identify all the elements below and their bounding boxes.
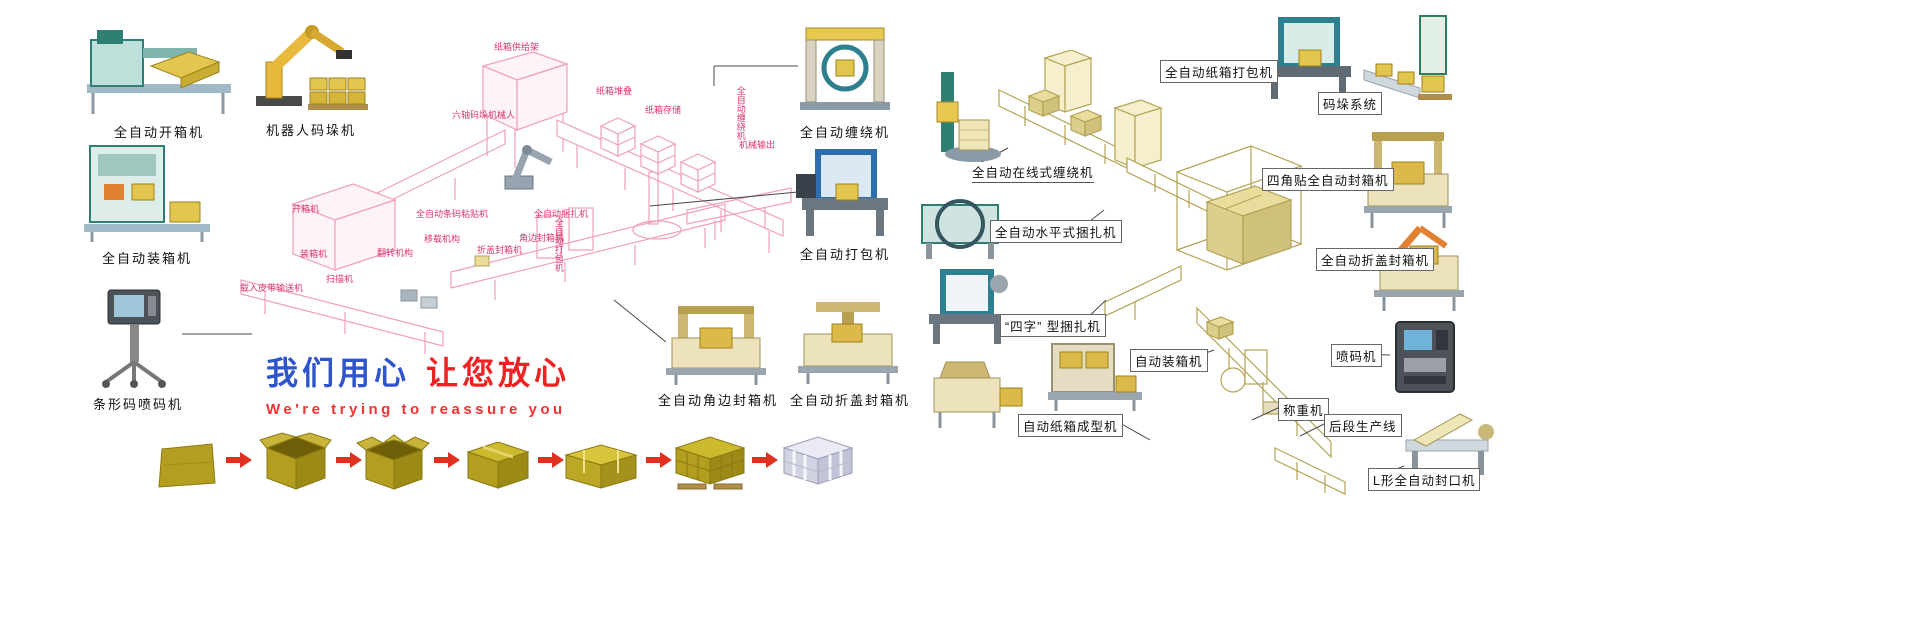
- machine-label: 全自动角边封箱机: [658, 393, 779, 408]
- diagram-label-transfer-unit: 移载机构: [424, 234, 461, 244]
- red-arrow-icon: [336, 452, 362, 473]
- machine-figure-flap-fold-sealer: 全自动折盖封箱机: [790, 296, 911, 409]
- label-four-corner-sealer: 四角贴全自动封箱机: [1262, 168, 1394, 191]
- slogan-english: We're trying to reassure you: [266, 401, 566, 418]
- step-flat-carton-blank: [156, 437, 218, 493]
- label-online-wrapper: 全自动在线式缠绕机: [972, 162, 1094, 183]
- machine-figure-case-packer: 全自动装箱机: [82, 140, 212, 267]
- red-arrow-icon: [226, 452, 252, 473]
- l-sealer-photo: [1402, 402, 1504, 476]
- machine-label: 全自动打包机: [799, 247, 890, 262]
- diagram-label-flap-sealer: 折盖封箱机: [477, 245, 523, 255]
- machine-label: 全自动开箱机: [113, 125, 204, 140]
- diagram-label-case-packer: 装箱机: [300, 249, 328, 259]
- diagram-label-auto-strapper: 全自动打包机: [553, 218, 564, 272]
- label-flap-sealer-right: 全自动折盖封箱机: [1316, 248, 1435, 271]
- red-arrow-icon: [434, 452, 460, 473]
- auto-wrapper-photo: [800, 27, 890, 110]
- label-carton-strapper: 全自动纸箱打包机: [1160, 60, 1279, 83]
- horizontal-strapper-photo: [918, 183, 1002, 261]
- machine-figure-corner-edge-sealer: 全自动角边封箱机: [658, 298, 779, 409]
- machine-figure-barcode-printer: 条形码喷码机: [78, 282, 198, 413]
- step-stretch-wrapped-pallet: [780, 432, 856, 492]
- diagram-label-carton-storage: 纸箱存储: [645, 105, 682, 115]
- diagram-label-barcode-labeler: 全自动条码粘贴机: [416, 209, 489, 219]
- carton-former-photo: [928, 358, 1026, 430]
- sealed-carton-icon: [466, 441, 530, 489]
- label-palletizing-system: 码垛系统: [1318, 92, 1383, 115]
- red-arrow-icon: [538, 452, 564, 473]
- step-palletized-cartons: [672, 432, 748, 492]
- diagram-label-corner-sealer: 角边封箱机: [519, 233, 565, 243]
- slogan-chinese: 我们用心让您放心: [266, 348, 570, 394]
- step-carton-flaps-open: [356, 430, 430, 492]
- slogan-cn-part1: 我们用心: [266, 355, 411, 391]
- label-inkjet-printer: 喷码机: [1331, 344, 1382, 367]
- diagram-label-turnover-unit: 翻转机构: [377, 248, 414, 258]
- inline-wrapper-photo: [933, 68, 1005, 166]
- stretch-wrapped-pallet-icon: [782, 436, 854, 485]
- diagram-label-carton-opener: 开箱机: [292, 204, 320, 214]
- machine-figure-robot-palletizer: 机器人码垛机: [250, 16, 372, 139]
- machine-figure-auto-strapper: 全自动打包机: [796, 146, 894, 263]
- machine-figure-carton-opener: 全自动开箱机: [85, 22, 233, 141]
- diagram-label-infeed-belt: 载入皮带输送机: [240, 283, 304, 293]
- machine-label: 全自动缠绕机: [799, 125, 890, 140]
- auto-strapper-photo: [796, 149, 888, 236]
- six-axis-robot-drawing: [504, 145, 553, 190]
- machine-label: 全自动折盖封箱机: [790, 393, 911, 408]
- label-auto-case-packer: 自动装箱机: [1130, 349, 1208, 372]
- carton-flaps-open-icon: [356, 434, 430, 490]
- diagram-label-auto-wrapper: 全自动缠绕机: [735, 86, 746, 140]
- diagram-label-scanner: 扫描机: [326, 274, 354, 284]
- machine-figure-auto-wrapper: 全自动缠绕机: [796, 20, 894, 141]
- step-strapped-carton: [560, 440, 642, 492]
- corner-edge-sealer-photo: [666, 306, 766, 385]
- label-carton-former: 自动纸箱成型机: [1018, 414, 1123, 437]
- carton-opener-photo: [87, 30, 231, 114]
- carton-strapper-photo: [1263, 16, 1355, 102]
- label-l-sealer: L形全自动封口机: [1368, 468, 1481, 491]
- palletized-cartons-icon: [674, 436, 746, 490]
- strapped-carton-icon: [564, 444, 638, 489]
- rear-line-isometric-drawing: [998, 50, 1346, 495]
- robot-palletizer-photo: [256, 25, 368, 110]
- label-horizontal-strapper: 全自动水平式捆扎机: [990, 220, 1122, 243]
- flat-carton-blank-icon: [158, 443, 216, 488]
- slogan: 我们用心让您放心 We're trying to reassure you: [266, 348, 570, 418]
- red-arrow-icon: [646, 452, 672, 473]
- label-weigher: 称重机: [1278, 398, 1329, 421]
- diagram-label-carton-supply-rack: 纸箱供给架: [494, 42, 540, 52]
- diagram-label-six-axis-robot: 六轴码垛机械人: [452, 110, 516, 120]
- flap-fold-sealer-photo: [798, 302, 898, 384]
- auto-case-packer-photo: [1046, 338, 1144, 412]
- label-four-type-strapper: “四字” 型捆扎机: [1000, 314, 1106, 337]
- four-type-strapper-photo: [925, 266, 1009, 346]
- slogan-cn-part2: 让您放心: [426, 355, 571, 391]
- packing-line-isometric-drawing: [240, 51, 792, 354]
- inkjet-printer-photo: [1386, 316, 1464, 400]
- step-opened-carton: [258, 430, 332, 492]
- step-sealed-carton: [462, 436, 534, 492]
- palletizing-system-photo: [1362, 12, 1464, 112]
- machine-label: 条形码喷码机: [92, 397, 183, 412]
- opened-carton-icon: [259, 432, 332, 490]
- diagram-label-auto-bundler: 全自动捆扎机: [534, 209, 589, 219]
- red-arrow-icon: [752, 452, 778, 473]
- diagram-label-machine-outfeed: 机械输出: [739, 140, 776, 150]
- machine-label: 机器人码垛机: [265, 123, 356, 138]
- barcode-inkjet-printer-photo: [102, 289, 166, 388]
- diagram-label-carton-stacking: 纸箱堆叠: [596, 86, 633, 96]
- label-backend-line: 后段生产线: [1324, 414, 1402, 437]
- machine-label: 全自动装箱机: [101, 251, 192, 266]
- case-packer-photo: [84, 145, 210, 242]
